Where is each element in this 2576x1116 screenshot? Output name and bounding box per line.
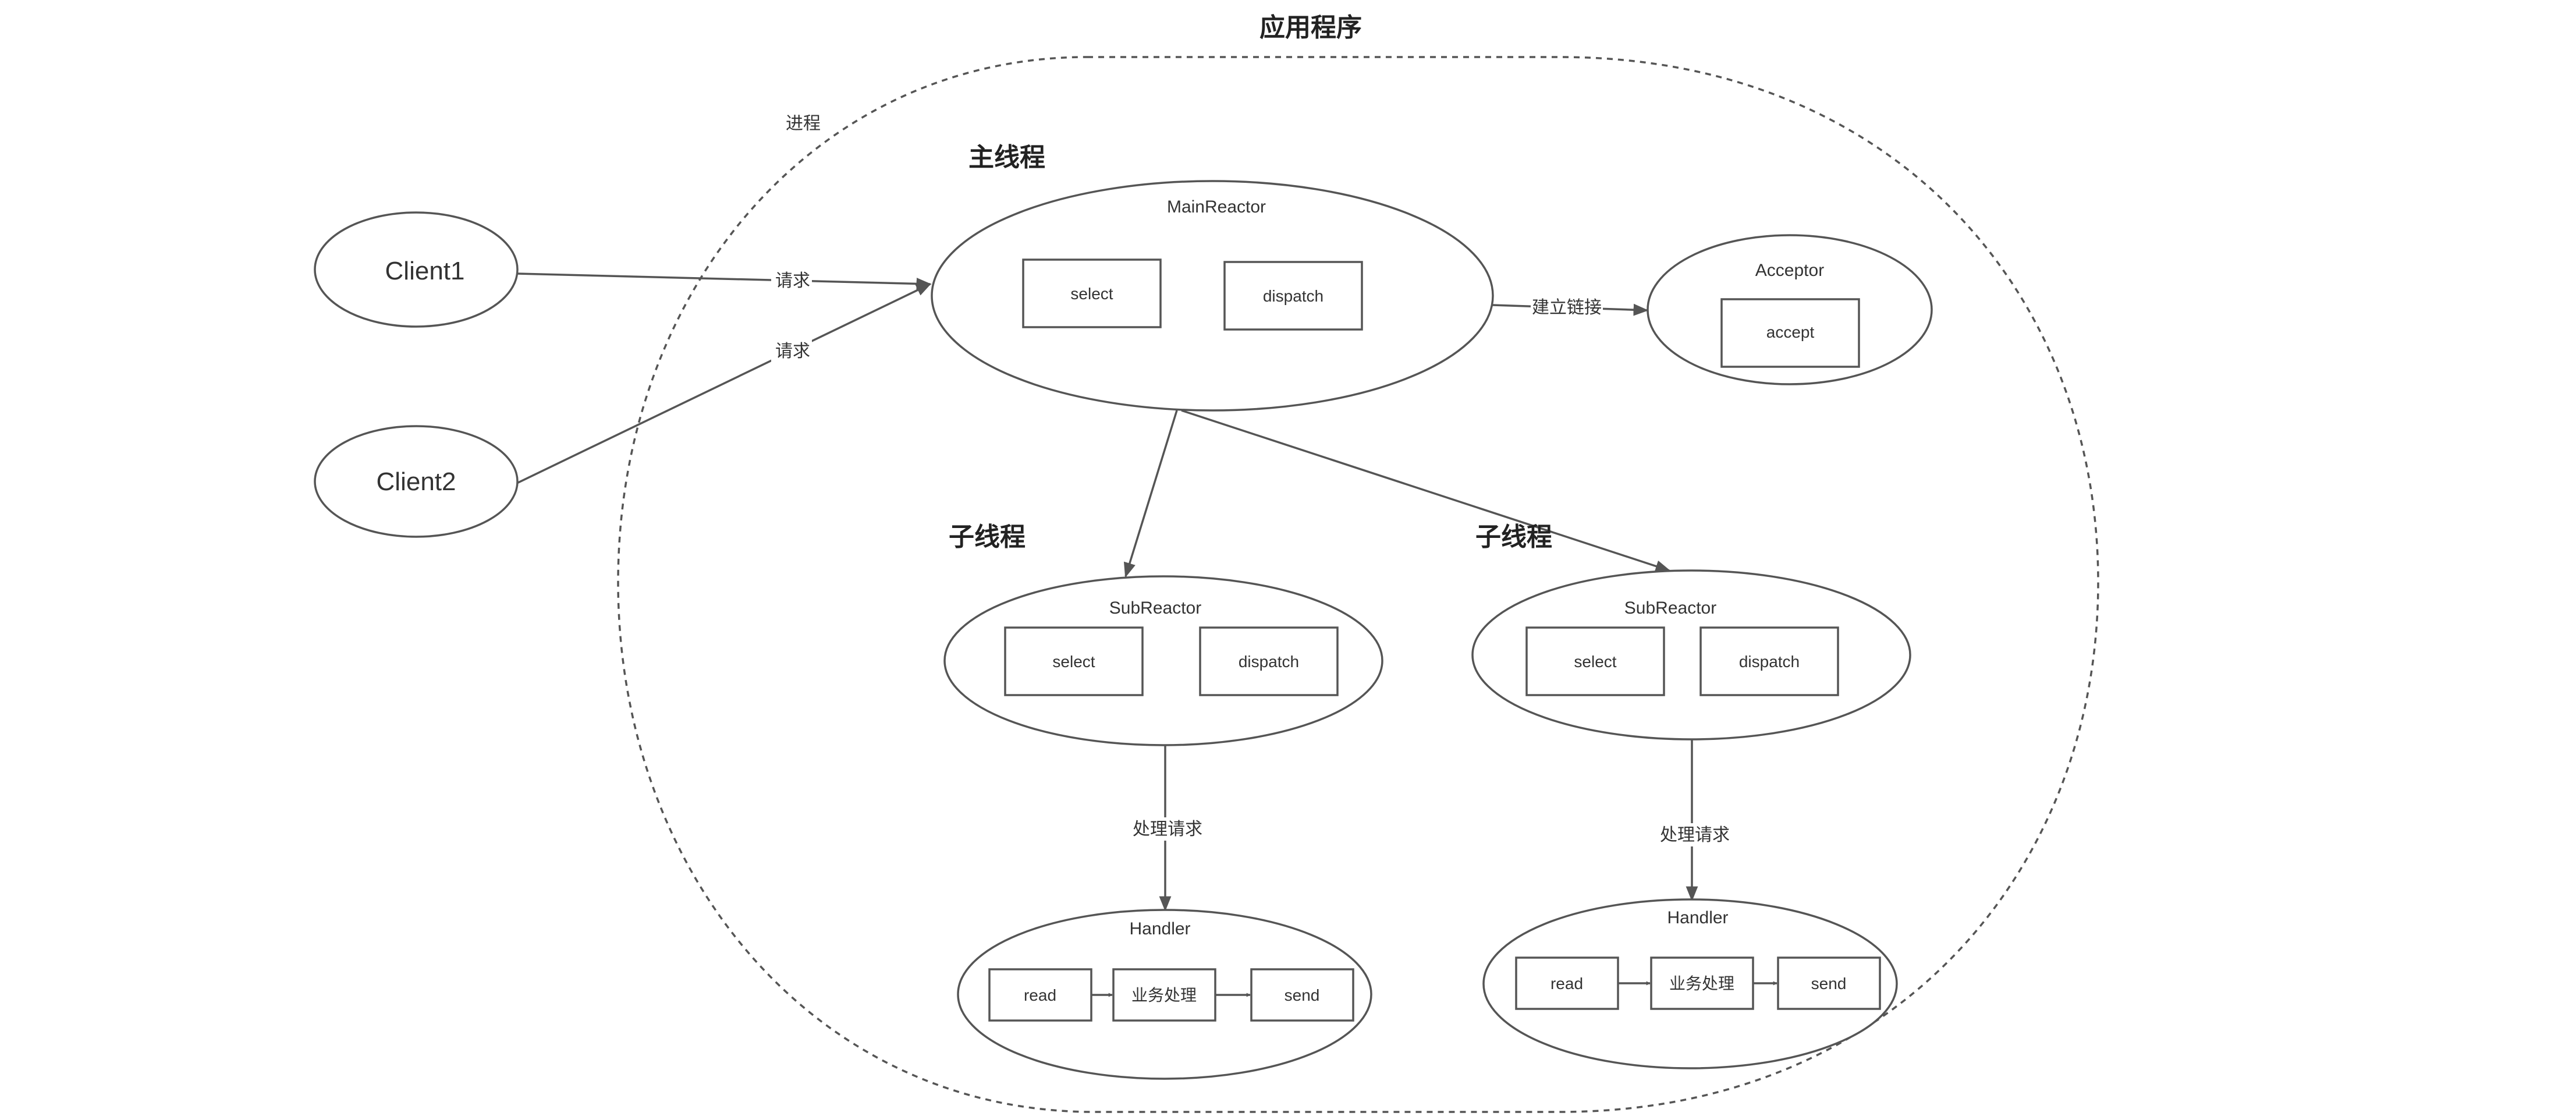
handler-2-send-box bbox=[1777, 956, 1881, 1010]
handler-2-business-box bbox=[1650, 956, 1754, 1010]
handler-1-send-box bbox=[1250, 968, 1354, 1022]
sub-reactor-2-label: SubReactor bbox=[1624, 598, 1716, 618]
sub-thread-2-title: 子线程 bbox=[1475, 523, 1552, 551]
acceptor-accept-box bbox=[1720, 298, 1860, 368]
handler-1-send-label: send bbox=[1285, 986, 1320, 1004]
acceptor-node: Acceptor accept bbox=[1647, 234, 1933, 385]
client1-node: Client1 bbox=[314, 211, 519, 328]
main-reactor-dispatch-label: dispatch bbox=[1263, 287, 1324, 305]
handler-2-business-label: 业务处理 bbox=[1669, 975, 1734, 993]
sub-reactor-1-select-box bbox=[1004, 626, 1144, 696]
acceptor-label: Acceptor bbox=[1755, 261, 1824, 280]
handler-1-read-label: read bbox=[1024, 986, 1056, 1004]
handler-2-label: Handler bbox=[1667, 908, 1728, 927]
handler-1-business-label: 业务处理 bbox=[1131, 986, 1197, 1004]
sub-reactor-1-dispatch-label: dispatch bbox=[1239, 653, 1299, 671]
handler-1-node: Handler read 业务处理 send bbox=[957, 909, 1372, 1080]
client2-node: Client2 bbox=[314, 425, 519, 538]
sub-reactor-1-node: SubReactor select dispatch bbox=[943, 575, 1383, 746]
edge-label-handle-request-2: 处理请求 bbox=[1660, 826, 1730, 845]
edge-mainreactor-subreactor-2 bbox=[1181, 409, 1671, 572]
edge-label-handle-request-1: 处理请求 bbox=[1133, 820, 1202, 839]
edge-label-request-2: 请求 bbox=[775, 342, 810, 361]
handler-2-read-box bbox=[1515, 956, 1619, 1010]
sub-reactor-1-dispatch-box bbox=[1199, 626, 1339, 696]
sub-reactor-2-dispatch-label: dispatch bbox=[1739, 653, 1800, 671]
edge-mainreactor-subreactor-1 bbox=[1123, 410, 1178, 578]
main-reactor-dispatch-box bbox=[1223, 261, 1363, 331]
handler-1-label: Handler bbox=[1129, 919, 1190, 938]
handler-1-business-box bbox=[1112, 968, 1216, 1022]
sub-reactor-2-node: SubReactor select dispatch bbox=[1471, 569, 1911, 741]
edge-label-request-1: 请求 bbox=[775, 271, 810, 290]
sub-reactor-2-select-label: select bbox=[1574, 653, 1616, 671]
acceptor-accept-label: accept bbox=[1766, 323, 1815, 341]
sub-reactor-1-label: SubReactor bbox=[1109, 598, 1201, 618]
diagram-title: 应用程序 bbox=[1259, 13, 1362, 42]
edge-client1-mainreactor bbox=[516, 272, 932, 290]
sub-reactor-1-select-label: select bbox=[1052, 653, 1095, 671]
handler-2-send-label: send bbox=[1811, 975, 1847, 993]
handler-1-read-box bbox=[988, 968, 1092, 1022]
sub-reactor-2-select-box bbox=[1525, 626, 1665, 696]
handler-2-node: Handler read 业务处理 send bbox=[1482, 898, 1898, 1069]
main-thread-title: 主线程 bbox=[968, 143, 1045, 172]
main-reactor-label: MainReactor bbox=[1167, 197, 1266, 217]
edge-label-establish-link: 建立链接 bbox=[1532, 298, 1602, 317]
client2-label: Client2 bbox=[377, 467, 456, 496]
sub-thread-1-title: 子线程 bbox=[949, 523, 1026, 551]
handler-2-read-label: read bbox=[1550, 975, 1583, 993]
process-boundary bbox=[617, 56, 2099, 1113]
main-reactor-select-box bbox=[1022, 258, 1162, 328]
client1-label: Client1 bbox=[385, 257, 465, 285]
main-reactor-node: MainReactor select dispatch bbox=[931, 180, 1494, 412]
process-label: 进程 bbox=[786, 114, 821, 133]
sub-reactor-2-dispatch-box bbox=[1699, 626, 1839, 696]
edge-client2-mainreactor bbox=[516, 283, 932, 484]
main-reactor-select-label: select bbox=[1070, 285, 1113, 303]
